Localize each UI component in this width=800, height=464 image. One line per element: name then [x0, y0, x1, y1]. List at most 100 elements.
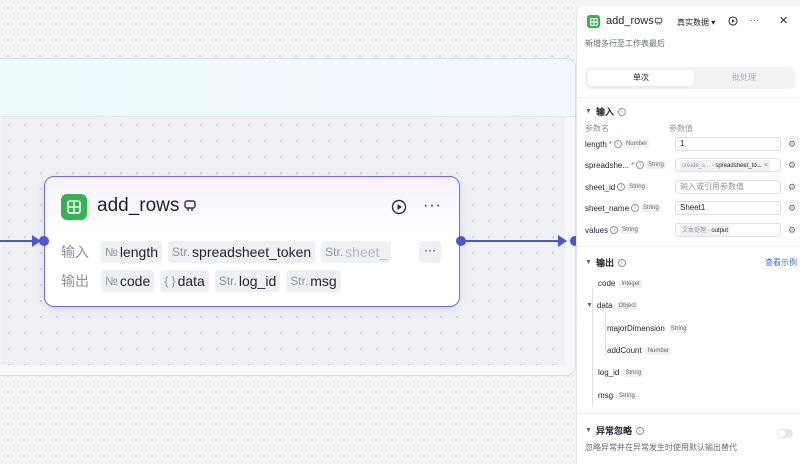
param-value-header: 参数值 — [669, 124, 693, 133]
group-header — [0, 59, 575, 117]
output-name: log_id — [598, 368, 620, 377]
divider — [577, 97, 800, 98]
panel-description: 新增多行至工作表最后 — [585, 39, 665, 48]
gear-icon[interactable]: ⚙ — [788, 181, 797, 192]
chip-type: Str. — [325, 245, 344, 259]
tree-line — [605, 312, 606, 356]
view-example-link[interactable]: 查看示例 — [765, 258, 797, 267]
tab-single[interactable]: 单次 — [588, 70, 694, 86]
chevron-down-icon: ▼ — [585, 427, 592, 434]
type-tag: Integer — [619, 279, 643, 288]
values-input[interactable]: 文本处理 - output — [675, 223, 781, 237]
output-name: majorDimension — [607, 324, 665, 333]
chip-type: Str. — [218, 274, 237, 288]
exception-section-header[interactable]: ▼ 异常忽略 i — [585, 424, 644, 437]
input-label: 输入 — [61, 244, 89, 260]
close-icon[interactable]: ✕ — [779, 15, 789, 27]
chip-name: msg — [310, 273, 337, 289]
chip-type: Str. — [172, 245, 191, 259]
required-mark: * — [608, 139, 612, 149]
incoming-edge-arrow — [32, 235, 41, 247]
sheet-name-input[interactable]: Sheet1 — [675, 201, 781, 215]
incoming-edge — [0, 240, 40, 242]
output-name: data — [596, 301, 613, 310]
reference-chip: 文本处理 - output — [680, 225, 731, 236]
gear-icon[interactable]: ⚙ — [788, 224, 797, 235]
chevron-down-icon: ▼ — [585, 108, 592, 115]
node-config-panel: add_rows 真实数据 ▾ ··· ✕ 新增多行至工作表最后 单次 批处理 … — [576, 6, 800, 464]
sheet-id-input[interactable]: 输入或引用参数值 — [675, 180, 781, 194]
output-chip-log-id: Str.log_id — [214, 270, 281, 292]
output-name: addCount — [607, 346, 642, 355]
type-tag: Number — [623, 140, 650, 148]
exception-ignore-toggle[interactable] — [777, 429, 793, 438]
input-section-header[interactable]: ▼ 输入 i — [585, 105, 626, 118]
chip-type: { } — [164, 274, 176, 288]
tab-batch[interactable]: 批处理 — [732, 73, 756, 82]
length-input[interactable]: 1 — [675, 137, 781, 151]
gear-icon[interactable]: ⚙ — [788, 138, 797, 149]
run-icon[interactable] — [728, 16, 738, 28]
divider — [577, 246, 800, 247]
node-output-port[interactable] — [456, 236, 466, 246]
param-name: spreadshe... — [585, 160, 630, 170]
param-name: length — [585, 139, 607, 149]
spreadsheet-token-input[interactable]: create_s... - spreadsheet_to... ✕ — [675, 158, 781, 172]
chip-name: length — [119, 244, 159, 260]
panel-title: add_rows — [606, 15, 654, 27]
output-chip-data: { }data — [160, 270, 209, 292]
spreadsheet-icon — [61, 194, 87, 220]
info-icon: i — [610, 226, 619, 234]
info-icon: i — [617, 183, 626, 191]
gear-icon[interactable]: ⚙ — [788, 202, 797, 213]
tree-line — [592, 288, 593, 406]
node-more-button[interactable]: ··· — [423, 197, 442, 214]
target-node-port[interactable] — [570, 236, 580, 246]
caret-down-icon[interactable]: ▼ — [586, 302, 593, 309]
chip-name: log_id — [238, 273, 277, 289]
chip-type: Str. — [290, 274, 309, 288]
ref-field: output — [711, 228, 729, 234]
spreadsheet-icon — [587, 15, 600, 28]
ref-node: 文本处理 — [682, 228, 707, 234]
chip-name: sheet_ — [345, 244, 388, 260]
panel-more-button[interactable]: ··· — [750, 15, 759, 25]
run-icon[interactable] — [391, 199, 407, 220]
ref-field: spreadsheet_to... — [715, 163, 762, 169]
chip-name: spreadsheet_token — [192, 244, 312, 260]
type-tag: String — [623, 368, 644, 377]
type-tag: String — [668, 324, 689, 333]
more-inputs-button[interactable]: ··· — [419, 241, 441, 263]
output-chip-msg: Str.msg — [286, 270, 341, 292]
node-input-port[interactable] — [39, 236, 49, 246]
param-name: sheet_id — [585, 182, 616, 192]
reference-chip: create_s... - spreadsheet_to... ✕ — [680, 160, 771, 171]
section-title: 输入 — [595, 107, 614, 117]
node-title: add_rows — [97, 195, 180, 216]
info-icon: i — [631, 204, 640, 212]
required-mark: * — [631, 160, 635, 170]
output-name: code — [598, 279, 616, 288]
chip-type: № — [105, 274, 118, 288]
info-icon: i — [635, 426, 644, 435]
input-chip-spreadsheet-token: Str.spreadsheet_token — [168, 241, 316, 263]
type-tag: String — [617, 391, 637, 400]
section-title: 输出 — [595, 258, 614, 268]
chevron-down-icon: ▼ — [585, 259, 592, 266]
type-tag: String — [620, 226, 640, 234]
type-tag: String — [641, 204, 661, 212]
output-section-header[interactable]: ▼ 输出 i — [585, 256, 626, 269]
param-name-header: 参数名 — [585, 124, 609, 133]
gear-icon[interactable]: ⚙ — [788, 159, 797, 170]
data-mode-dropdown[interactable]: 真实数据 ▾ — [677, 18, 716, 27]
info-icon: i — [617, 107, 626, 116]
